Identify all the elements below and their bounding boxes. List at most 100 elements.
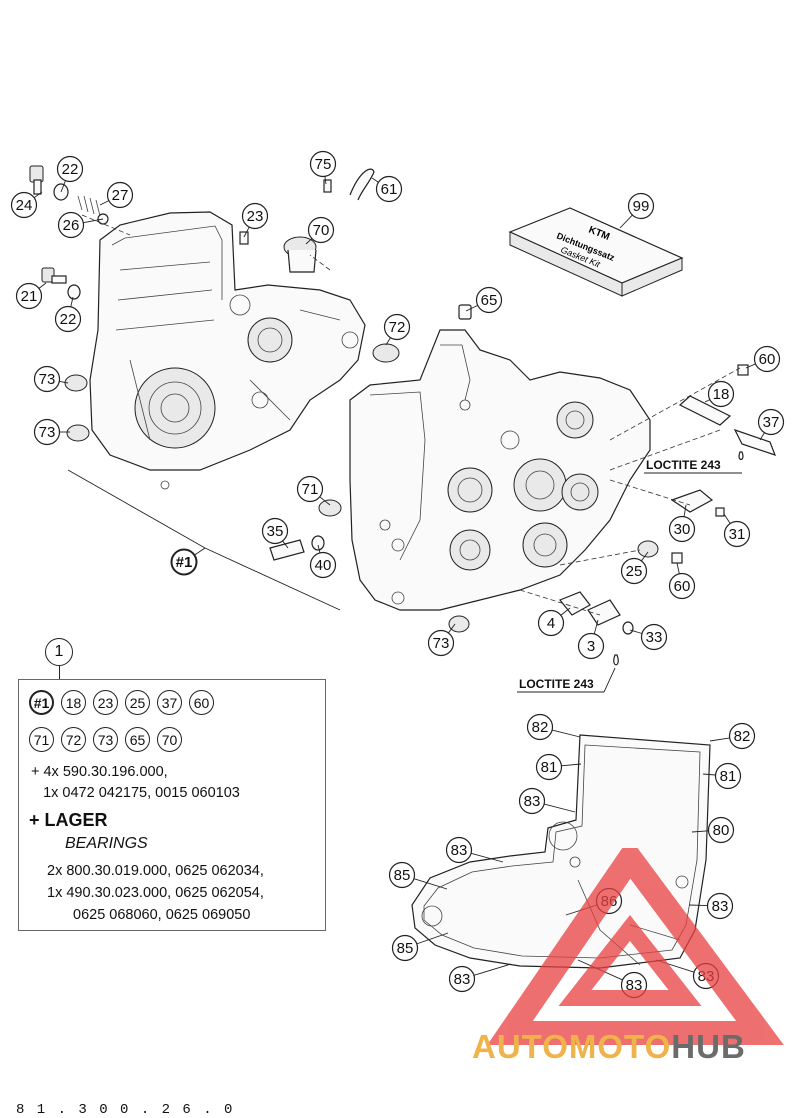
callout-leader-line [70,296,74,307]
callout-81: 81 [535,753,582,781]
legend-text-4: 1x 490.30.023.000, 0625 062054, [47,885,264,901]
callout-number: 22 [60,311,77,328]
callout-number: 33 [646,629,663,646]
callout-73: 73 [33,418,70,446]
callout-circle [375,175,403,203]
callout-number: 85 [397,940,414,957]
callout-number: 73 [39,371,56,388]
legend-text-1: + 4x 590.30.196.000, [31,764,168,780]
footer-code: 8 1 . 3 0 0 . 2 6 . 0 [16,1102,235,1118]
legend-item: 65 [125,727,150,752]
callout-22: 22 [56,155,84,193]
watermark-text-a: AUTOMOTO [472,1028,672,1065]
callout-leader-line [641,551,649,562]
callout-71: 71 [296,475,331,506]
callout-85: 85 [391,932,449,962]
callout-circle [668,572,696,600]
callout-80: 80 [691,816,735,844]
callout-leader-line [723,513,731,524]
callout-72: 72 [383,313,411,346]
callout-circle [577,632,605,660]
callout-circle [33,365,61,393]
callout-number: 85 [394,867,411,884]
callout-circle [526,713,554,741]
callout-leader-line [688,904,708,907]
callout-33: 33 [629,623,668,651]
callout-83: 83 [518,787,576,815]
legend-item: 25 [125,690,150,715]
callout-leader-line [282,540,289,549]
callout-circle [15,282,43,310]
callout-circle [448,965,476,993]
callout-leader-line [561,763,582,767]
callout-leader-line [745,363,756,369]
callout-number: 83 [626,977,643,994]
left-crankcase-half [89,211,366,490]
small-parts [29,165,777,666]
callout-circle [753,345,781,373]
callout-circle [668,515,696,543]
callout-hash1: #1 [170,547,206,576]
callout-number: 81 [720,768,737,785]
legend-leader-line [59,666,60,679]
watermark-text-b: HUB [671,1028,746,1065]
callout-circle [33,418,61,446]
callout-99: 99 [619,192,655,229]
callout-circle [728,722,756,750]
callout-37: 37 [757,408,785,441]
watermark-text: AUTOMOTOHUB [472,1028,746,1066]
callout-circle [537,609,565,637]
legend-subheading: BEARINGS [65,835,148,852]
callout-73: 73 [33,365,69,393]
callout-number: 31 [729,526,746,543]
loctite-label-lower: LOCTITE 243 [519,677,594,691]
callout-leader-line [371,177,379,183]
callout-73: 73 [427,623,456,657]
callout-circle [391,934,419,962]
callout-circle [706,892,734,920]
callout-27: 27 [99,181,134,209]
callout-65: 65 [465,286,503,314]
callout-leader-line [593,619,599,635]
callout-leader-line [691,830,709,833]
callout-number: 83 [712,898,729,915]
callout-number: 23 [247,208,264,225]
legend-item: 73 [93,727,118,752]
callout-leader-line [413,878,448,890]
legend-item: 18 [61,690,86,715]
callout-number: 75 [315,156,332,173]
callout-leader-line [305,238,313,245]
callout-60: 60 [668,562,696,600]
gasket-kit-box: KTM Dichtungssatz Gasket Kit [508,207,684,297]
callout-number: 4 [547,615,555,632]
callout-circle [535,753,563,781]
callout-35: 35 [261,517,289,549]
callout-circle [170,548,198,576]
legend-callout: 1 [45,638,73,666]
callout-40: 40 [309,544,337,579]
callout-leader-line [683,504,687,517]
legend-text-3: 2x 800.30.019.000, 0625 062034, [47,863,264,879]
callout-circle [241,202,269,230]
crankcase-gasket [411,734,711,969]
callout-leader-line [704,399,711,403]
right-crankcase-half [349,329,651,611]
legend-heading: + LAGER [29,810,108,830]
callout-number: 37 [763,414,780,431]
callout-number: 35 [267,523,284,540]
callout-number: 82 [734,728,751,745]
callout-number: 70 [313,222,330,239]
callout-circle [106,181,134,209]
callout-82: 82 [526,713,581,741]
callout-circle [757,408,785,436]
callout-circle [307,216,335,244]
callout-leader-line [416,932,449,945]
callout-24: 24 [10,191,43,219]
loctite-labels: LOCTITE 243 LOCTITE 243 [517,458,742,693]
callout-circle [475,286,503,314]
callout-number: 30 [674,521,691,538]
callout-83: 83 [445,836,504,864]
callout-61: 61 [371,175,403,203]
callout-4: 4 [537,607,571,637]
callout-83: 83 [448,963,512,993]
